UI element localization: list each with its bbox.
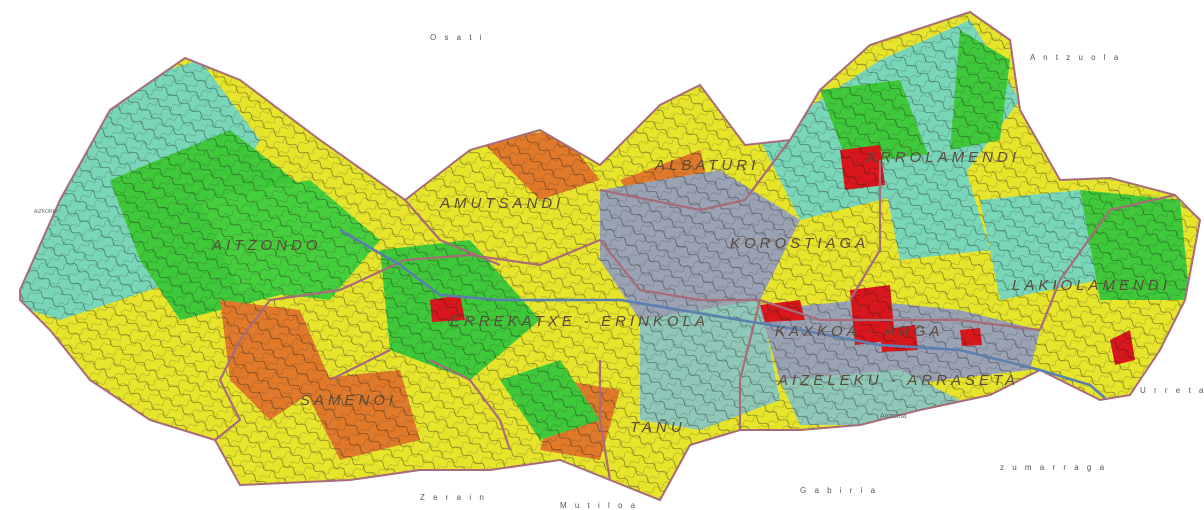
region-label-samenoi: SAMENOI [300, 392, 397, 409]
river [339, 228, 1106, 399]
territory-border [19, 10, 1202, 502]
ext-label-zumarraga: z u m a r r a g a [1000, 463, 1107, 472]
ext-label-aizkorri: AIZKORRI [34, 209, 58, 215]
region-label-aitzondo: AITZONDO [211, 237, 322, 254]
region-label-errekatxe: ERREKATXE - ERINKOLA [450, 313, 709, 330]
ext-label-gabiria: G a b i r i a [800, 486, 878, 495]
region-label-amutsandi: AMUTSANDI [439, 195, 564, 212]
region-label-arrolamendi: ARROLAMENDI [865, 149, 1020, 166]
ext-label-antzuola: A n t z u o l a [1030, 53, 1121, 62]
ext-label-arraseta: Arraseta [880, 413, 907, 420]
ext-label-mutiloa: M u t i l o a [560, 501, 638, 510]
ext-label-urreta: U r r e t a [1140, 386, 1204, 395]
region-label-aizeleku: AIZELEKU - ARRASETA [777, 372, 1019, 389]
region-boundaries [214, 139, 1176, 481]
region-label-korostiaga: KOROSTIAGA [730, 235, 869, 252]
region-label-kaxkoa: KAXKOA - ARGA [775, 323, 943, 340]
ext-label-zerain: Z e r a i n [420, 493, 487, 502]
ext-label-north: O s a t i [430, 33, 485, 42]
region-label-lakiolamendi: LAKIOLAMENDI [1012, 277, 1171, 294]
region-label-tanu: TAÑU [630, 419, 686, 436]
region-label-albaturi: ALBATURI [654, 157, 759, 174]
